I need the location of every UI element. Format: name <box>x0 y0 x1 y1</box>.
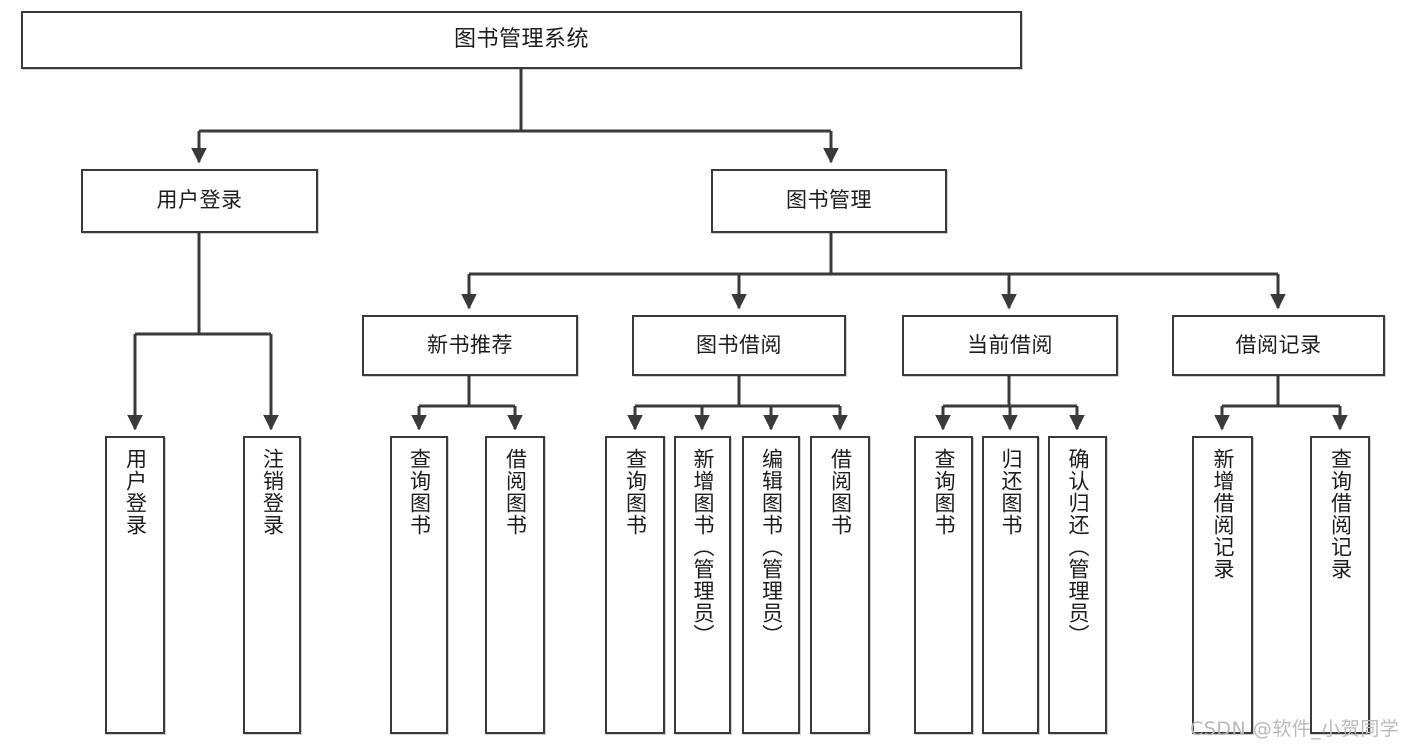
node-leaf-edit-book[interactable]: 编辑图书（管理员） <box>742 436 800 734</box>
node-borrow-record[interactable]: 借阅记录 <box>1172 315 1385 376</box>
node-current-borrow[interactable]: 当前借阅 <box>902 315 1118 376</box>
node-root-system[interactable]: 图书管理系统 <box>21 11 1022 69</box>
node-leaf-add-borrow-record[interactable]: 新增借阅记录 <box>1192 436 1253 734</box>
node-root-system-label: 图书管理系统 <box>453 26 589 52</box>
node-leaf-logout-login-label: 注销登录 <box>260 448 285 536</box>
node-leaf-query-book-b-label: 查询图书 <box>623 448 648 536</box>
node-leaf-borrow-book-rec-label: 借阅图书 <box>503 448 528 536</box>
node-leaf-query-book-c[interactable]: 查询图书 <box>914 436 973 734</box>
node-leaf-return-book[interactable]: 归还图书 <box>982 436 1039 734</box>
node-book-borrow-label: 图书借阅 <box>696 332 782 357</box>
node-leaf-add-borrow-record-label: 新增借阅记录 <box>1210 448 1235 580</box>
node-new-book-rec[interactable]: 新书推荐 <box>362 315 578 376</box>
csdn-watermark: CSDN @软件_小贺同学 <box>1190 718 1400 740</box>
node-leaf-confirm-return-label: 确认归还（管理员） <box>1065 448 1090 646</box>
node-leaf-borrow-book-b[interactable]: 借阅图书 <box>810 436 870 734</box>
node-leaf-confirm-return[interactable]: 确认归还（管理员） <box>1048 436 1107 734</box>
node-leaf-user-login-label: 用户登录 <box>123 448 148 536</box>
node-leaf-query-book-rec-label: 查询图书 <box>407 448 432 536</box>
node-leaf-query-book-rec[interactable]: 查询图书 <box>390 436 448 734</box>
node-book-manage[interactable]: 图书管理 <box>711 169 947 233</box>
node-leaf-borrow-book-b-label: 借阅图书 <box>828 448 853 536</box>
node-leaf-add-book[interactable]: 新增图书（管理员） <box>674 436 731 734</box>
node-leaf-logout-login[interactable]: 注销登录 <box>243 436 301 734</box>
node-leaf-query-borrow-record-label: 查询借阅记录 <box>1328 448 1353 580</box>
node-book-borrow[interactable]: 图书借阅 <box>632 315 846 376</box>
node-leaf-query-book-b[interactable]: 查询图书 <box>605 436 665 734</box>
node-current-borrow-label: 当前借阅 <box>967 332 1053 357</box>
node-new-book-rec-label: 新书推荐 <box>427 332 513 357</box>
node-leaf-user-login[interactable]: 用户登录 <box>105 436 165 734</box>
node-borrow-record-label: 借阅记录 <box>1235 332 1322 357</box>
node-leaf-query-book-c-label: 查询图书 <box>931 448 956 536</box>
node-leaf-query-borrow-record[interactable]: 查询借阅记录 <box>1310 436 1370 734</box>
node-user-login[interactable]: 用户登录 <box>81 169 318 233</box>
node-user-login-label: 用户登录 <box>156 188 243 213</box>
node-book-manage-label: 图书管理 <box>786 188 872 213</box>
node-leaf-return-book-label: 归还图书 <box>998 448 1023 536</box>
node-leaf-edit-book-label: 编辑图书（管理员） <box>759 448 784 646</box>
node-leaf-borrow-book-rec[interactable]: 借阅图书 <box>485 436 545 734</box>
node-leaf-add-book-label: 新增图书（管理员） <box>690 448 715 646</box>
